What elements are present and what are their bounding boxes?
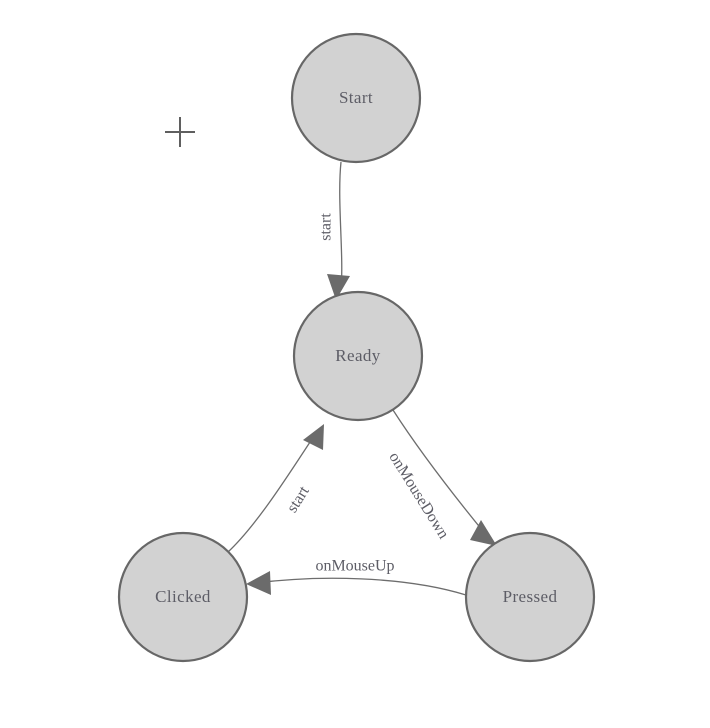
node-pressed[interactable]: Pressed <box>464 531 596 663</box>
node-label: Pressed <box>503 587 558 606</box>
edge-line[interactable] <box>392 409 488 537</box>
node-circle[interactable] <box>117 531 249 663</box>
edge-label: start <box>318 213 335 241</box>
node-circle[interactable] <box>290 32 422 164</box>
plus-marker <box>165 117 195 147</box>
node-circle[interactable] <box>292 290 424 422</box>
arrowhead-icon <box>303 424 324 450</box>
arrowhead-icon <box>327 274 350 300</box>
edge-pressed-to-clicked[interactable]: onMouseUp <box>246 558 467 596</box>
arrowhead-icon <box>246 571 271 595</box>
node-start[interactable]: Start <box>290 32 422 164</box>
edge-start-to-ready[interactable]: start <box>318 161 350 300</box>
edge-label: onMouseUp <box>315 558 394 575</box>
edge-line[interactable] <box>339 161 343 291</box>
edge-line[interactable] <box>255 577 467 596</box>
edge-label: start <box>284 483 313 516</box>
edge-clicked-to-ready[interactable]: start <box>227 424 324 553</box>
node-circle[interactable] <box>464 531 596 663</box>
node-clicked[interactable]: Clicked <box>117 531 249 663</box>
markers-layer <box>165 117 195 147</box>
node-label: Ready <box>335 346 381 365</box>
edge-line[interactable] <box>227 432 317 553</box>
node-label: Start <box>339 88 373 107</box>
node-label: Clicked <box>155 587 211 606</box>
edge-label: onMouseDown <box>385 449 452 542</box>
node-ready[interactable]: Ready <box>292 290 424 422</box>
arrowhead-icon <box>470 520 497 546</box>
edge-ready-to-pressed[interactable]: onMouseDown <box>385 409 497 546</box>
